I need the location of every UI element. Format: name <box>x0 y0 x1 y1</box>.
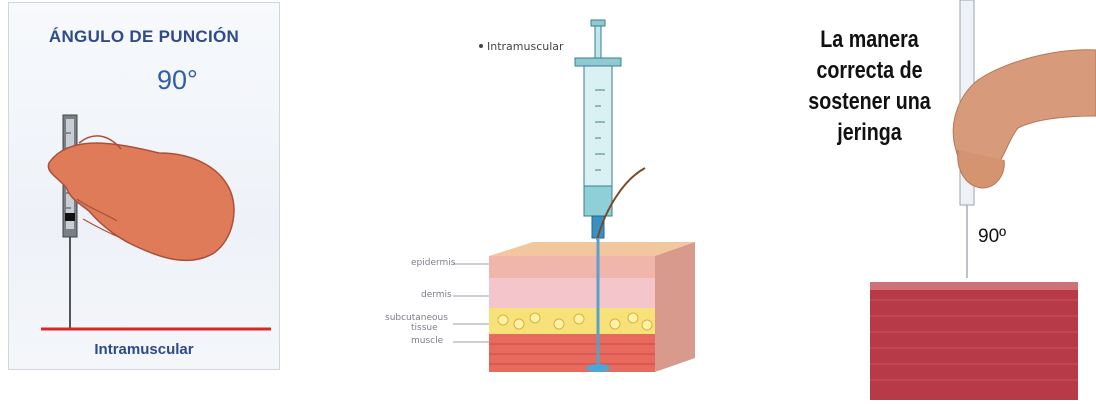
panel-angle-puncture: ÁNGULO DE PUNCIÓN 90° Intramuscular <box>8 2 280 370</box>
injected-fluid <box>586 364 610 372</box>
plunger-rod <box>595 26 601 60</box>
dermis-layer <box>489 278 655 308</box>
gloved-hand-syringe-illustration <box>9 3 280 370</box>
syringe-plunger-tip <box>65 213 75 221</box>
epidermis-label: epidermis <box>411 258 456 268</box>
panel-skin-diagram: Intramuscular epidermis dermis subcutane… <box>383 10 703 392</box>
panel-correct-holding: La manera correcta de sostener una jerin… <box>808 0 1096 404</box>
muscle-layer <box>489 334 655 372</box>
label-leaders <box>453 264 489 342</box>
epidermis-layer <box>489 256 655 278</box>
bullet-dot <box>479 44 483 48</box>
block-top-edge <box>870 282 1078 290</box>
muscle-label: muscle <box>411 336 443 346</box>
hand-syringe-photo <box>808 0 1096 404</box>
subcutaneous-label: subcutaneous <box>385 313 448 323</box>
tissue-label: tissue <box>411 323 438 333</box>
panel-caption: Intramuscular <box>9 341 279 358</box>
hand <box>953 50 1096 172</box>
intramuscular-label: Intramuscular <box>487 40 564 53</box>
gloved-hand <box>48 143 234 260</box>
flange <box>575 58 621 66</box>
syringe-skin-layers-diagram <box>383 10 703 392</box>
plunger-head <box>591 20 605 26</box>
dermis-label: dermis <box>421 290 452 300</box>
angle-label: 90º <box>978 226 1006 248</box>
block-side <box>655 242 695 372</box>
